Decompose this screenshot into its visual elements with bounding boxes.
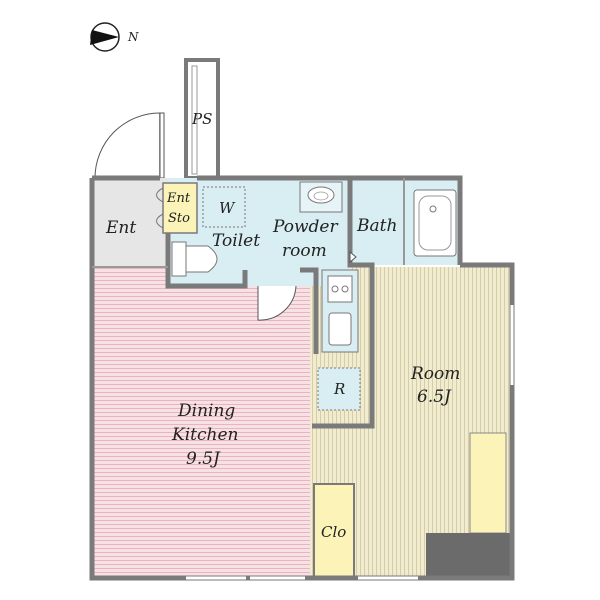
balcony-area <box>426 533 512 578</box>
dining-kitchen-floor <box>92 267 310 578</box>
dining-kitchen-label-1: Dining <box>177 401 235 421</box>
entrance-storage-label-1: Ent <box>166 191 191 206</box>
room-counter <box>469 432 507 534</box>
room-size-label: 6.5J <box>417 387 452 407</box>
powder-room-label-1: Powder <box>272 217 338 237</box>
ps-label: PS <box>191 110 212 128</box>
entrance-storage <box>162 182 198 234</box>
entrance-label: Ent <box>105 218 136 238</box>
fridge-space <box>317 367 361 411</box>
washer-label: W <box>219 199 236 217</box>
north-label: N <box>127 30 139 44</box>
entrance-floor <box>92 178 168 267</box>
dining-kitchen-label-2: Kitchen <box>171 425 238 445</box>
fridge-label: R <box>333 380 345 398</box>
powder-room-label-2: room <box>282 241 327 261</box>
compass: N <box>90 22 139 52</box>
windows <box>186 305 514 580</box>
entrance-door[interactable] <box>94 112 165 179</box>
bath-label: Bath <box>356 216 397 236</box>
washer-space <box>202 186 246 228</box>
powder-room-door[interactable] <box>257 285 297 321</box>
kitchen-sink <box>328 312 352 346</box>
entrance-storage-label-2: Sto <box>168 211 190 226</box>
dining-kitchen-size-label: 9.5J <box>186 449 221 469</box>
pipe-shaft <box>184 58 220 180</box>
north-arrow-icon <box>90 30 119 45</box>
toilet-label: Toilet <box>212 231 260 251</box>
toilet-fixture <box>171 241 218 277</box>
walls <box>89 175 515 581</box>
room-label: Room <box>410 364 460 384</box>
bath-door-marker <box>349 250 357 264</box>
closet-label: Clo <box>321 523 346 541</box>
